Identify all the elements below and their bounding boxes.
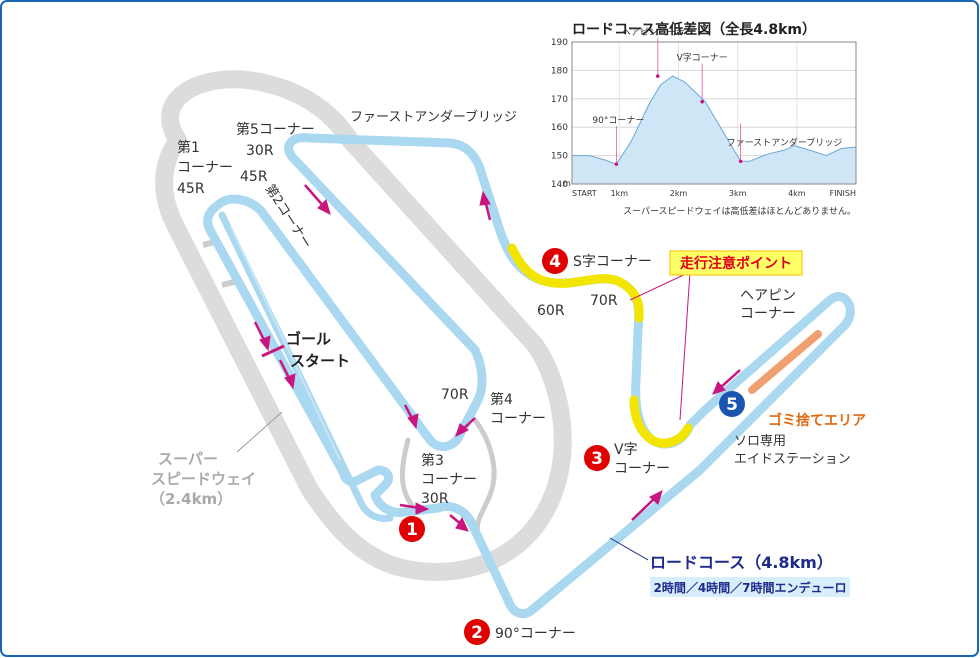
corner3-label-2: コーナー <box>421 472 477 488</box>
chart-y-tick-label: 190 <box>551 38 568 48</box>
chart-x-tick-label: START <box>572 189 597 198</box>
chart-x-tick-label: 2km <box>670 189 688 198</box>
speedway-inner-link <box>399 417 497 538</box>
speedway-label-2: スピードウェイ <box>151 470 256 488</box>
s-corner-label: S字コーナー <box>573 254 652 270</box>
corner4-label-1: 第4 <box>490 391 513 408</box>
corner3-radius: 30R <box>421 491 449 507</box>
chart-annotation-label: V字コーナー <box>677 52 728 64</box>
marker-5[interactable]: 5 <box>719 391 745 417</box>
chart-annotation-label: ファーストアンダーブリッジ <box>727 136 843 148</box>
garbage-area-bar <box>748 330 822 394</box>
svg-text:1: 1 <box>406 520 418 540</box>
chart-y-unit: m <box>563 179 571 188</box>
chart-y-tick-label: 140 <box>551 180 568 190</box>
caution-v-corner <box>629 395 693 448</box>
v-corner-label-1: V字 <box>614 442 638 458</box>
chart-y-tick-label: 180 <box>551 66 568 76</box>
marker-2[interactable]: 2 <box>464 619 490 645</box>
chart-annotation-label: ヘアピンコーナー <box>622 27 694 38</box>
super-speedway-track <box>155 70 572 581</box>
chart-annotation-point <box>738 159 743 164</box>
corner3-label-1: 第3 <box>421 452 444 469</box>
road-course-inner-lane <box>229 224 341 461</box>
marker-4[interactable]: 4 <box>542 248 568 274</box>
solo-aid-label-2: エイドステーション <box>734 452 851 467</box>
caution-leader-s <box>629 271 691 301</box>
road-course-leader-line <box>609 537 649 561</box>
chart-y-ticks: 140 150 160 170 180 190 <box>551 38 568 190</box>
solo-aid-label-1: ソロ専用 <box>734 434 786 449</box>
caution-s-corner <box>507 243 644 323</box>
hairpin-label-1: ヘアピン <box>740 288 796 304</box>
caution-leader-v <box>679 271 691 421</box>
speedway-label-1: スーパー <box>158 450 218 468</box>
svg-text:3: 3 <box>591 449 603 469</box>
corner1-label-2: コーナー <box>177 160 233 176</box>
garbage-area-label: ゴミ捨てエリア <box>768 412 866 429</box>
svg-text:2: 2 <box>471 623 483 643</box>
hairpin-label-2: コーナー <box>740 306 796 322</box>
s-corner-radius-70: 70R <box>590 293 618 309</box>
chart-y-tick-label: 170 <box>551 95 568 105</box>
chart-annotation-point <box>655 74 660 78</box>
corner5-radius: 30R <box>246 143 274 159</box>
marker-1[interactable]: 1 <box>399 516 425 542</box>
chart-x-tick-label: FINISH <box>830 189 856 198</box>
chart-frame <box>571 41 857 185</box>
chart-note: スーパースピードウェイは高低差はほとんどありません。 <box>623 205 856 217</box>
chart-x-tick-label: 4km <box>788 189 806 198</box>
v-corner-label-2: コーナー <box>614 461 670 477</box>
chart-x-tick-label: 1km <box>611 189 629 198</box>
corner4-radius: 70R <box>441 387 469 403</box>
corner5-label: 第5コーナー <box>236 121 315 138</box>
chart-y-tick-label: 160 <box>551 123 568 133</box>
road-course-main-straight <box>218 211 394 522</box>
chart-x-tick-label: 3km <box>729 189 747 198</box>
corner2-radius: 45R <box>240 169 268 185</box>
start-label: スタート <box>290 352 350 370</box>
chart-annotation-label: 90°コーナー <box>592 115 644 126</box>
goal-label: ゴール <box>286 330 331 348</box>
svg-text:4: 4 <box>549 252 561 272</box>
speedway-label-3: （2.4km） <box>150 490 232 508</box>
first-underbridge-label: ファーストアンダーブリッジ <box>350 109 517 125</box>
enduro-badge: 2時間／4時間／7時間エンデューロ <box>650 577 850 597</box>
marker-3[interactable]: 3 <box>584 445 610 471</box>
corner-90-label: 90°コーナー <box>495 626 576 642</box>
elevation-chart: ロードコース高低差図（全長4.8km） 140 150 160 170 180 190 S… <box>551 21 857 217</box>
goal-start-line <box>261 344 285 358</box>
direction-arrows <box>253 184 741 532</box>
chart-y-tick-label: 150 <box>551 152 568 162</box>
corner1-label-1: 第1 <box>177 139 200 156</box>
caution-point-badge: 走行注意ポイント <box>669 250 803 276</box>
corner4-label-2: コーナー <box>490 411 546 427</box>
chart-annotation-point <box>614 162 619 166</box>
chart-x-ticks: START 1km 2km 3km 4km FINISH <box>572 189 856 198</box>
corner1-radius: 45R <box>177 181 205 197</box>
s-corner-radius-60: 60R <box>537 303 565 319</box>
chart-annotation-point <box>700 99 704 104</box>
svg-text:走行注意ポイント: 走行注意ポイント <box>680 255 792 272</box>
speedway-leader-line <box>236 411 283 453</box>
svg-text:5: 5 <box>726 395 738 415</box>
svg-text:2時間／4時間／7時間エンデューロ: 2時間／4時間／7時間エンデューロ <box>653 580 846 595</box>
road-course-label: ロードコース（4.8km） <box>650 553 833 572</box>
chart-elevation-area <box>571 75 857 185</box>
chart-title: ロードコース高低差図（全長4.8km） <box>572 21 816 38</box>
